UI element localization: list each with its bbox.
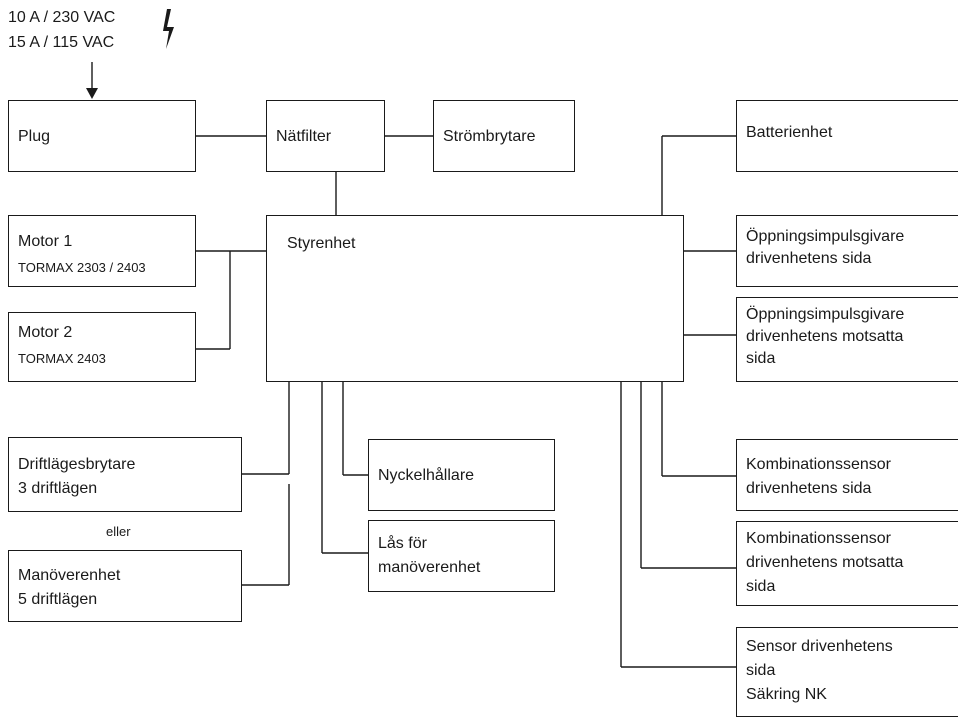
komb2-box: Kombinationssensor drivenhetens motsatta…	[736, 521, 958, 606]
styrenhet-box: Styrenhet	[266, 215, 684, 382]
oppning2-line2: drivenhetens motsatta	[746, 328, 904, 345]
driftlagesbrytare-line1: Driftlägesbrytare	[18, 456, 136, 473]
komb1-line1: Kombinationssensor	[746, 456, 891, 473]
komb1-line2: drivenhetens sida	[746, 480, 872, 497]
komb2-line2: drivenhetens motsatta	[746, 554, 904, 571]
komb1-box: Kombinationssensor drivenhetens sida	[736, 439, 958, 511]
natfilter-label: Nätfilter	[276, 128, 332, 145]
power-spec-230: 10 A / 230 VAC	[8, 9, 116, 26]
driftlagesbrytare-line2: 3 driftlägen	[18, 480, 98, 497]
oppning1-line1: Öppningsimpulsgivare	[746, 228, 905, 245]
eller-label: eller	[106, 524, 131, 539]
strombrytare-box: Strömbrytare	[433, 100, 575, 172]
power-spec-115: 15 A / 115 VAC	[8, 34, 115, 51]
komb2-line3: sida	[746, 578, 776, 595]
motor2-box: Motor 2 TORMAX 2403	[8, 312, 196, 382]
lightning-bolt-icon	[163, 9, 174, 49]
motor1-model: TORMAX 2303 / 2403	[18, 260, 146, 275]
sensor-line1: Sensor drivenhetens	[746, 638, 893, 655]
plug-box: Plug	[8, 100, 196, 172]
las-line1: Lås för	[378, 535, 427, 552]
sensor-line2: sida	[746, 662, 776, 679]
natfilter-box: Nätfilter	[266, 100, 385, 172]
las-box: Lås för manöverenhet	[368, 520, 555, 592]
oppning1-box: Öppningsimpulsgivare drivenhetens sida	[736, 215, 958, 287]
manoverenhet-box: Manöverenhet 5 driftlägen	[8, 550, 242, 622]
oppning2-box: Öppningsimpulsgivare drivenhetens motsat…	[736, 297, 958, 382]
manoverenhet-line1: Manöverenhet	[18, 567, 121, 584]
motor2-title: Motor 2	[18, 324, 73, 341]
motor1-title: Motor 1	[18, 233, 73, 250]
oppning2-line1: Öppningsimpulsgivare	[746, 306, 905, 323]
sensor-line3: Säkring NK	[746, 686, 827, 703]
nyckelhallare-label: Nyckelhållare	[378, 467, 475, 484]
komb2-line1: Kombinationssensor	[746, 530, 891, 547]
batterienhet-box: Batterienhet	[736, 100, 958, 172]
nyckelhallare-box: Nyckelhållare	[368, 439, 555, 511]
driftlagesbrytare-box: Driftlägesbrytare 3 driftlägen	[8, 437, 242, 512]
strombrytare-label: Strömbrytare	[443, 128, 536, 145]
motor1-box: Motor 1 TORMAX 2303 / 2403	[8, 215, 196, 287]
oppning1-line2: drivenhetens sida	[746, 250, 872, 267]
manoverenhet-line2: 5 driftlägen	[18, 591, 98, 608]
oppning2-line3: sida	[746, 350, 776, 367]
sensor-box: Sensor drivenhetens sida Säkring NK	[736, 627, 958, 717]
styrenhet-label: Styrenhet	[287, 235, 356, 252]
batterienhet-label: Batterienhet	[746, 124, 833, 141]
las-line2: manöverenhet	[378, 559, 481, 576]
plug-label: Plug	[18, 128, 51, 145]
motor2-model: TORMAX 2403	[18, 351, 106, 366]
